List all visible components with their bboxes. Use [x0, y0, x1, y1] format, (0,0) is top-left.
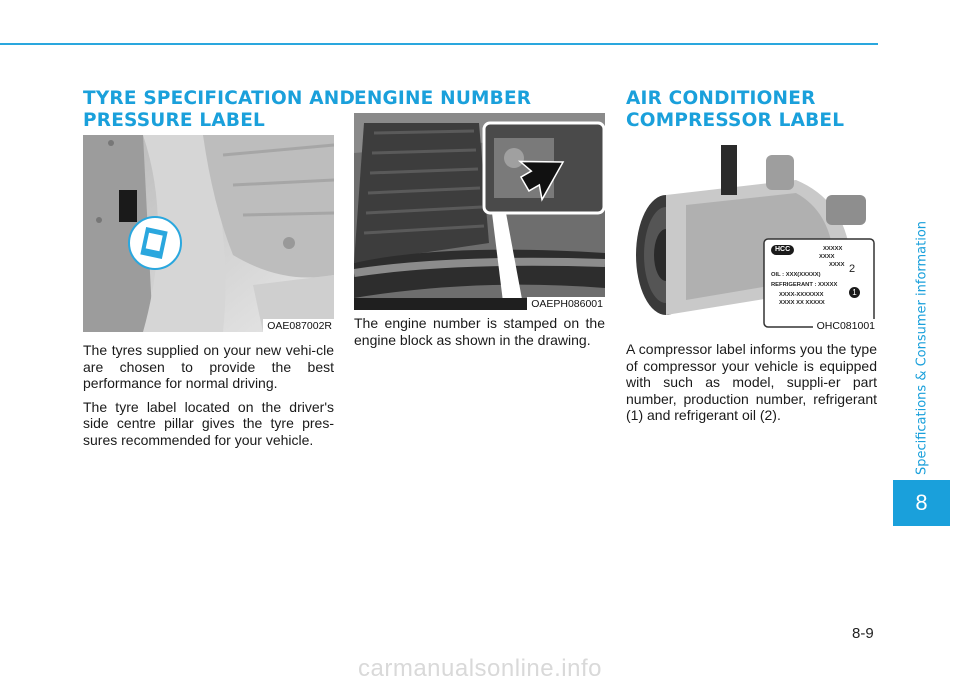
- section-engine-number: ENGINE NUMBER OAEPH086001 The engine num…: [354, 88, 606, 348]
- label-line: XXXX XX XXXXX: [779, 300, 825, 306]
- top-rule: [0, 43, 878, 45]
- section-compressor-label: AIR CONDITIONER COMPRESSOR LABEL HCC XXX…: [626, 88, 878, 423]
- compressor-illustration: HCC XXXXX XXXX XXXX OIL : XXX(XXXXX) REF…: [626, 135, 877, 332]
- callout-1: 1: [849, 287, 860, 298]
- section-heading: AIR CONDITIONER COMPRESSOR LABEL: [626, 88, 845, 131]
- label-line: XXXX-XXXXXXX: [779, 292, 824, 298]
- page-number: 8-9: [852, 625, 874, 642]
- paragraph: The tyre label located on the driver's s…: [83, 398, 334, 448]
- section-heading: ENGINE NUMBER: [354, 88, 532, 109]
- label-line: OIL : XXX(XXXXX): [771, 272, 821, 278]
- brand-badge: HCC: [771, 245, 795, 255]
- figure-code: OHC081001: [812, 319, 877, 332]
- callout-2: 2: [849, 263, 856, 275]
- engine-number-illustration: OAEPH086001: [354, 113, 605, 310]
- label-line: REFRIGERANT : XXXXX: [771, 282, 838, 288]
- label-line: XXXXX: [823, 246, 843, 252]
- label-line: XXXX: [819, 254, 835, 260]
- section-tyre-label: TYRE SPECIFICATION AND PRESSURE LABEL OA…: [83, 88, 356, 448]
- paragraph: The engine number is stamped on the engi…: [354, 315, 605, 348]
- paragraph: The tyres supplied on your new vehi-cle …: [83, 342, 334, 391]
- section-body: The tyres supplied on your new vehi-cle …: [83, 342, 334, 455]
- section-heading: TYRE SPECIFICATION AND PRESSURE LABEL: [83, 88, 356, 131]
- tyre-label-illustration: OAE087002R: [83, 135, 334, 332]
- paragraph: A compressor label informs you the type …: [626, 341, 877, 423]
- section-body: A compressor label informs you the type …: [626, 341, 877, 431]
- section-body: The engine number is stamped on the engi…: [354, 315, 605, 355]
- figure-code: OAE087002R: [263, 319, 334, 332]
- watermark: carmanualsonline.info: [358, 655, 602, 682]
- label-line: XXXX: [829, 262, 845, 268]
- compressor-label: HCC XXXXX XXXX XXXX OIL : XXX(XXXXX) REF…: [769, 243, 869, 323]
- chapter-side-label: Specifications & Consumer information: [914, 220, 930, 476]
- chapter-number-badge: 8: [893, 480, 950, 526]
- figure-code: OAEPH086001: [527, 297, 605, 310]
